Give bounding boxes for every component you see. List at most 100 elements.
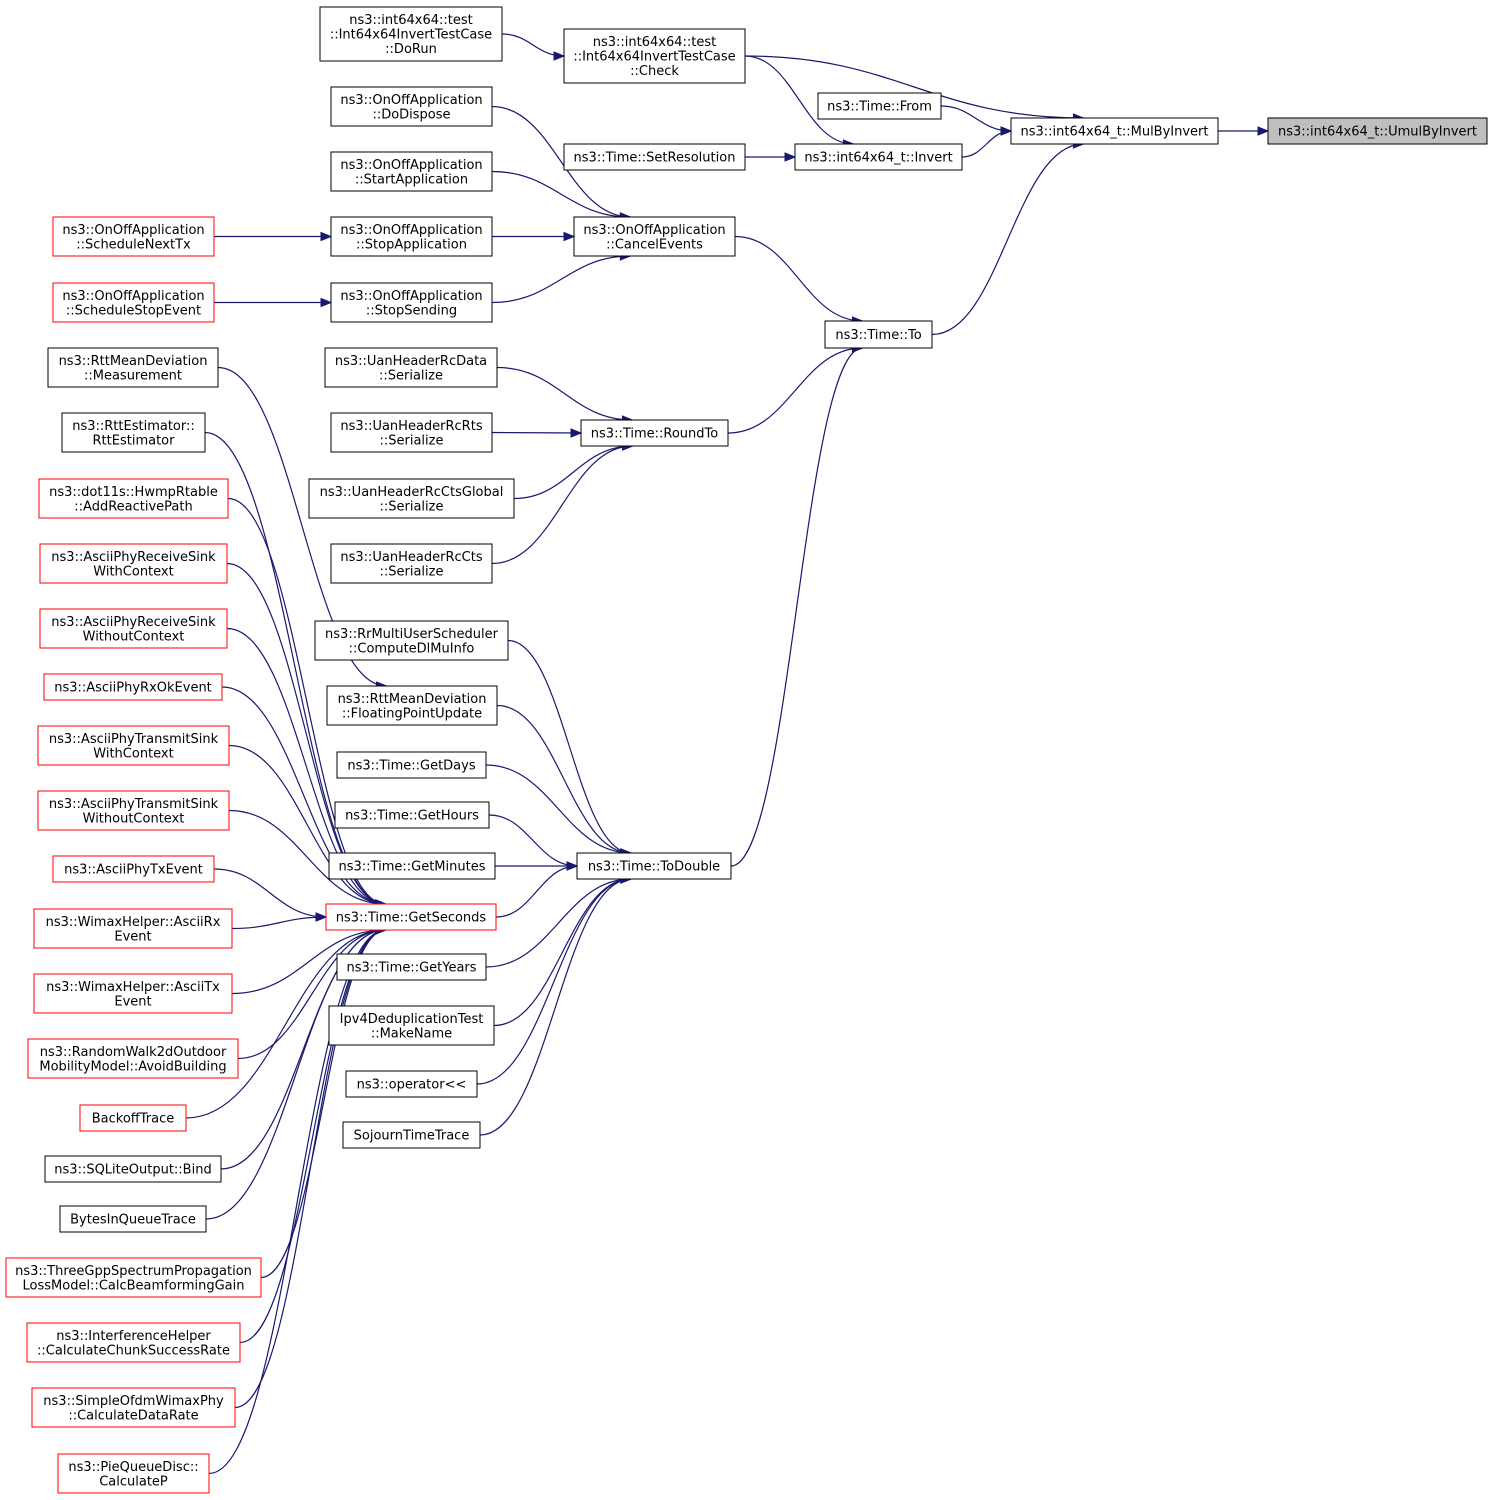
node-schednext[interactable]: ns3::OnOffApplication::ScheduleNextTx (52, 216, 215, 257)
node-label: ns3::Time::GetDays (347, 759, 475, 774)
node-rw2d[interactable]: ns3::RandomWalk2dOutdoorMobilityModel::A… (27, 1038, 239, 1079)
node-setres[interactable]: ns3::Time::SetResolution (563, 143, 746, 171)
node-label: RttEstimator (93, 433, 176, 448)
node-label: ns3::UanHeaderRcCtsGlobal (320, 485, 504, 500)
node-label: ::DoDispose (372, 107, 450, 122)
node-bytesq[interactable]: BytesInQueueTrace (59, 1205, 207, 1233)
node-ofdm[interactable]: ns3::SimpleOfdmWimaxPhy::CalculateDataRa… (31, 1387, 236, 1428)
node-fpu[interactable]: ns3::RttMeanDeviation::FloatingPointUpda… (326, 685, 498, 726)
node-to[interactable]: ns3::Time::To (824, 320, 933, 349)
node-getyears[interactable]: ns3::Time::GetYears (336, 953, 487, 981)
node-box (580, 419, 729, 447)
node-stopsend[interactable]: ns3::OnOffApplication::StopSending (330, 282, 493, 323)
node-getseconds[interactable]: ns3::Time::GetSeconds (325, 903, 497, 931)
node-label: ns3::OnOffApplication (340, 158, 482, 173)
node-rttmeas[interactable]: ns3::RttMeanDeviation::Measurement (47, 347, 219, 388)
node-ipv4dedup[interactable]: Ipv4DeduplicationTest::MakeName (328, 1005, 495, 1046)
node-invert[interactable]: ns3::int64x64_t::Invert (794, 143, 963, 171)
node-interf[interactable]: ns3::InterferenceHelper::CalculateChunkS… (26, 1322, 241, 1363)
node-hwmp[interactable]: ns3::dot11s::HwmpRtable::AddReactivePath (38, 478, 229, 519)
edge-rrmu-to-todouble (507, 639, 633, 858)
edge-rcdata-to-roundto (496, 366, 634, 425)
node-label: ns3::Time::From (827, 100, 932, 115)
node-box (79, 1104, 187, 1132)
node-label: ::FloatingPointUpdate (342, 706, 482, 721)
edge-schedstop-to-stopsend (214, 297, 333, 308)
node-cancel[interactable]: ns3::OnOffApplication::CancelEvents (573, 216, 736, 257)
node-label: ::CalculateDataRate (68, 1408, 198, 1423)
node-box (33, 973, 233, 1014)
edge-ipv4dedup-to-todouble (493, 874, 633, 1027)
node-check[interactable]: ns3::int64x64::test::Int64x64InvertTestC… (563, 28, 746, 84)
node-stopapp[interactable]: ns3::OnOffApplication::StopApplication (330, 216, 493, 257)
node-box (328, 852, 496, 880)
node-box (52, 855, 215, 883)
node-getdays[interactable]: ns3::Time::GetDays (336, 751, 487, 779)
node-box (336, 751, 487, 779)
node-label: ns3::RttEstimator:: (72, 419, 195, 434)
node-box (47, 347, 219, 388)
node-box (576, 852, 732, 880)
node-gethours[interactable]: ns3::Time::GetHours (334, 801, 490, 829)
node-schedstop[interactable]: ns3::OnOffApplication::ScheduleStopEvent (52, 282, 215, 323)
node-opstream[interactable]: ns3::operator<< (345, 1070, 478, 1098)
node-rcdata[interactable]: ns3::UanHeaderRcData::Serialize (324, 347, 498, 388)
node-rcctsg[interactable]: ns3::UanHeaderRcCtsGlobal::Serialize (308, 478, 515, 519)
node-mulbyinvert[interactable]: ns3::int64x64_t::MulByInvert (1010, 117, 1219, 145)
node-label: ::AddReactivePath (74, 499, 192, 514)
edge-rcrts-to-roundto (491, 428, 583, 438)
node-dodispose[interactable]: ns3::OnOffApplication::DoDispose (330, 86, 493, 127)
node-label: ns3::dot11s::HwmpRtable (49, 485, 218, 500)
node-label: ns3::Time::GetMinutes (339, 860, 486, 875)
node-label: ns3::RttMeanDeviation (338, 692, 487, 707)
node-box (39, 608, 228, 649)
node-box (328, 1005, 495, 1046)
node-rcrts[interactable]: ns3::UanHeaderRcRts::Serialize (330, 412, 493, 453)
node-threegpp[interactable]: ns3::ThreeGppSpectrumPropagationLossMode… (5, 1257, 262, 1298)
node-label: ns3::AsciiPhyReceiveSink (51, 550, 216, 565)
node-label: ns3::OnOffApplication (62, 223, 204, 238)
node-umul[interactable]: ns3::int64x64_t::UmulByInvert (1267, 117, 1488, 145)
node-label: ns3::PieQueueDisc:: (68, 1460, 198, 1475)
node-label: WithContext (93, 564, 173, 579)
node-box (563, 28, 746, 84)
node-label: ns3::Time::ToDouble (588, 860, 720, 875)
node-from[interactable]: ns3::Time::From (817, 92, 942, 120)
node-label: Event (114, 929, 151, 944)
node-label: ns3::Time::SetResolution (574, 151, 736, 166)
node-getminutes[interactable]: ns3::Time::GetMinutes (328, 852, 496, 880)
node-sojourn[interactable]: SojournTimeTrace (342, 1121, 481, 1149)
node-rccts[interactable]: ns3::UanHeaderRcCts::Serialize (330, 543, 493, 584)
node-todouble[interactable]: ns3::Time::ToDouble (576, 852, 732, 880)
node-rttest[interactable]: ns3::RttEstimator::RttEstimator (61, 412, 206, 453)
node-txevent[interactable]: ns3::AsciiPhyTxEvent (52, 855, 215, 883)
node-box (324, 347, 498, 388)
edge-stopsend-to-cancel (491, 251, 632, 304)
edge-ofdm-to-getseconds (234, 925, 387, 1409)
node-dorun[interactable]: ns3::int64x64::test::Int64x64InvertTestC… (319, 6, 503, 62)
node-box (334, 801, 490, 829)
edge-cancel-to-to (734, 235, 864, 326)
node-label: ns3::AsciiPhyRxOkEvent (54, 681, 212, 696)
node-startapp[interactable]: ns3::OnOffApplication::StartApplication (330, 151, 493, 192)
node-label: ::StopSending (366, 303, 457, 318)
node-box (325, 903, 497, 931)
edge-getseconds-to-todouble (495, 861, 579, 918)
node-roundto[interactable]: ns3::Time::RoundTo (580, 419, 729, 447)
edge-startapp-to-cancel (491, 170, 632, 222)
node-label: ::ComputeDlMuInfo (349, 641, 475, 656)
node-label: ns3::OnOffApplication (583, 223, 725, 238)
node-backoff[interactable]: BackoffTrace (79, 1104, 187, 1132)
node-sqlite[interactable]: ns3::SQLiteOutput::Bind (44, 1155, 222, 1183)
node-pie[interactable]: ns3::PieQueueDisc::CalculateP (57, 1453, 210, 1494)
node-box (59, 1205, 207, 1233)
node-rrmu[interactable]: ns3::RrMultiUserScheduler::ComputeDlMuIn… (314, 620, 509, 661)
node-label: ns3::WimaxHelper::AsciiRx (46, 915, 221, 930)
node-rxok[interactable]: ns3::AsciiPhyRxOkEvent (43, 673, 223, 701)
